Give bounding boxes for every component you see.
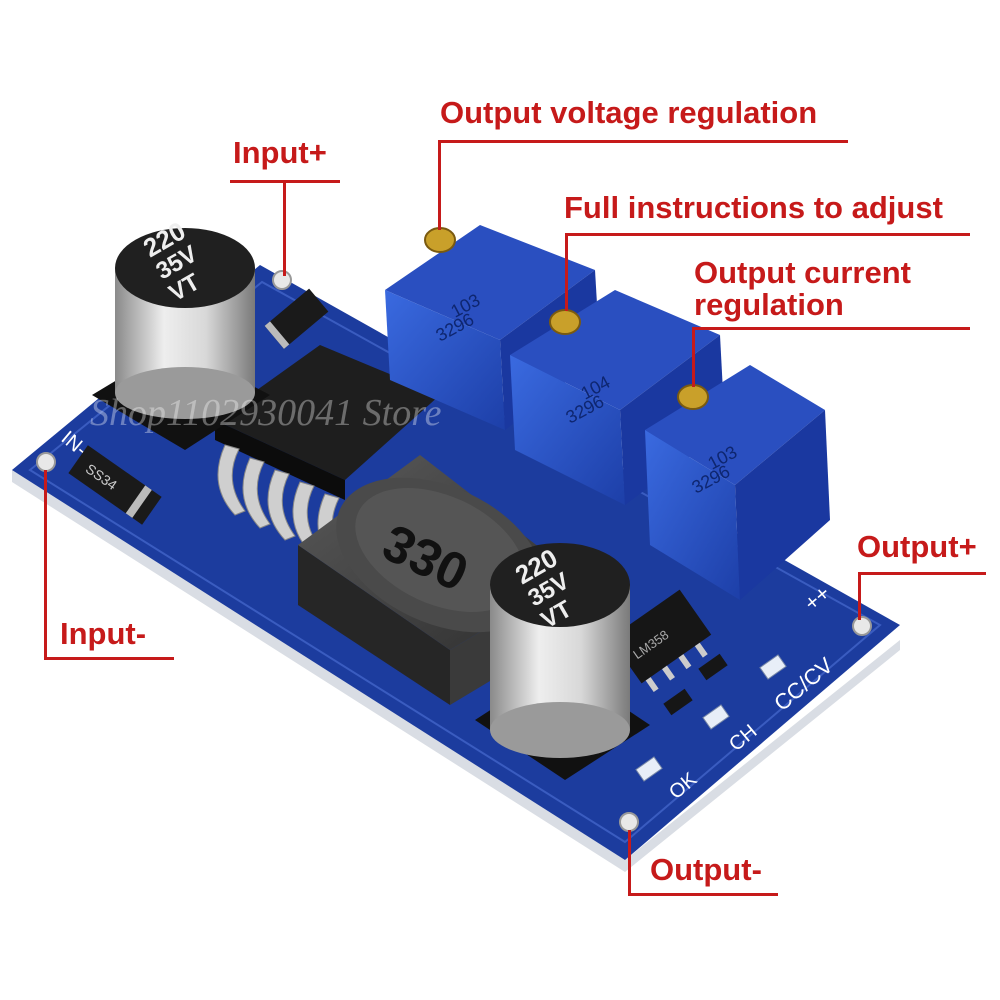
label-output-current-line2: regulation [694, 287, 844, 322]
capacitor-bottom: 220 35V VT [475, 543, 650, 780]
pad-output-minus [619, 812, 639, 832]
leader-input-minus-h [44, 657, 174, 660]
adjust-screws [424, 227, 709, 410]
regulator-ic [215, 345, 440, 565]
store-watermark: Shop1102930041 Store [90, 392, 442, 434]
leader-output-plus-h [858, 572, 986, 575]
label-input-minus: Input- [60, 616, 147, 651]
leader-instructions-h [565, 233, 970, 236]
leader-output-current-v [692, 327, 695, 387]
leader-output-minus-v [628, 830, 631, 896]
leader-output-voltage-h [438, 140, 848, 143]
label-output-current-line1: Output current [694, 255, 911, 290]
leader-input-plus-v [283, 180, 286, 276]
label-output-voltage-regulation: Output voltage regulation [440, 95, 818, 130]
pad-output-plus [852, 616, 872, 636]
lm358-chip: LM358 [610, 589, 712, 693]
label-input-plus: Input+ [233, 135, 327, 170]
status-leds [635, 654, 787, 782]
label-output-minus: Output- [650, 852, 762, 887]
leader-output-plus-v [858, 572, 861, 620]
label-output-plus: Output+ [857, 529, 977, 564]
leader-output-voltage-v [438, 140, 441, 230]
pad-input-minus [36, 452, 56, 472]
leader-output-current-h [692, 327, 970, 330]
potentiometer-right: 103 3296 [645, 365, 830, 600]
leader-output-minus-h [628, 893, 778, 896]
label-full-instructions: Full instructions to adjust [564, 190, 943, 225]
leader-input-minus-v [44, 470, 47, 660]
capacitor-top-left: 220 35V VT [92, 216, 270, 450]
pad-input-plus [272, 270, 292, 290]
smd-resistors [663, 653, 728, 716]
small-diode [264, 288, 329, 349]
leader-instructions-v [565, 233, 568, 311]
input-diode: SS34 [68, 445, 162, 525]
